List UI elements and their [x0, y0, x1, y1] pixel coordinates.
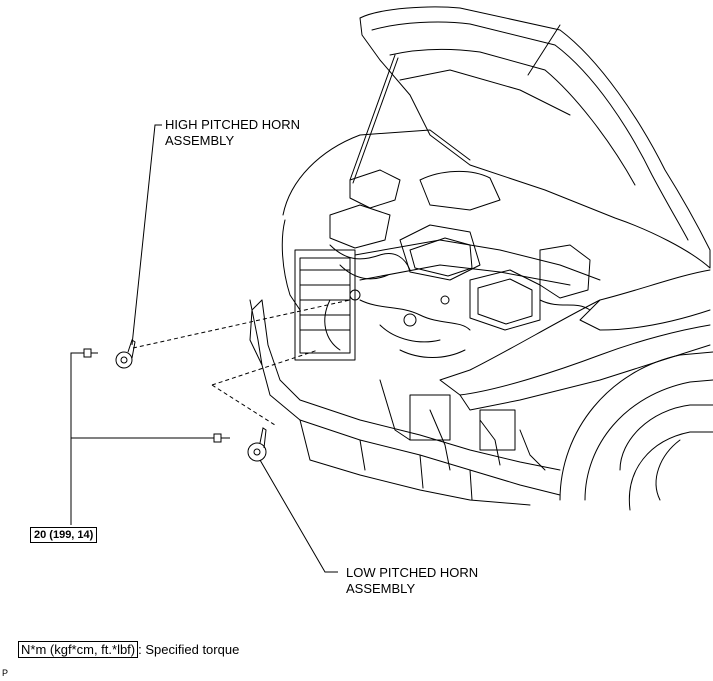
- high-pitched-horn-part: [115, 339, 136, 369]
- installation-dashed-lines: [132, 299, 351, 426]
- vehicle-front-illustration: [249, 6, 713, 511]
- low-horn-bolt: [213, 433, 230, 443]
- high-horn-bolt: [83, 348, 98, 358]
- high-horn-label-line1: HIGH PITCHED HORN: [165, 117, 301, 132]
- leader-lines: [70, 124, 338, 573]
- torque-legend: N*m (kgf*cm, ft.*lbf): Specified torque: [18, 641, 240, 658]
- low-horn-label-line1: LOW PITCHED HORN: [346, 565, 479, 580]
- corner-mark: P: [2, 668, 9, 678]
- legend-description: : Specified torque: [138, 642, 240, 657]
- high-horn-label-line2: ASSEMBLY: [165, 133, 235, 148]
- low-horn-label-line2: ASSEMBLY: [346, 581, 416, 596]
- low-pitched-horn-part: [247, 427, 267, 462]
- torque-value-box: 20 (199, 14): [30, 527, 98, 543]
- legend-unit-box: N*m (kgf*cm, ft.*lbf): [18, 641, 139, 658]
